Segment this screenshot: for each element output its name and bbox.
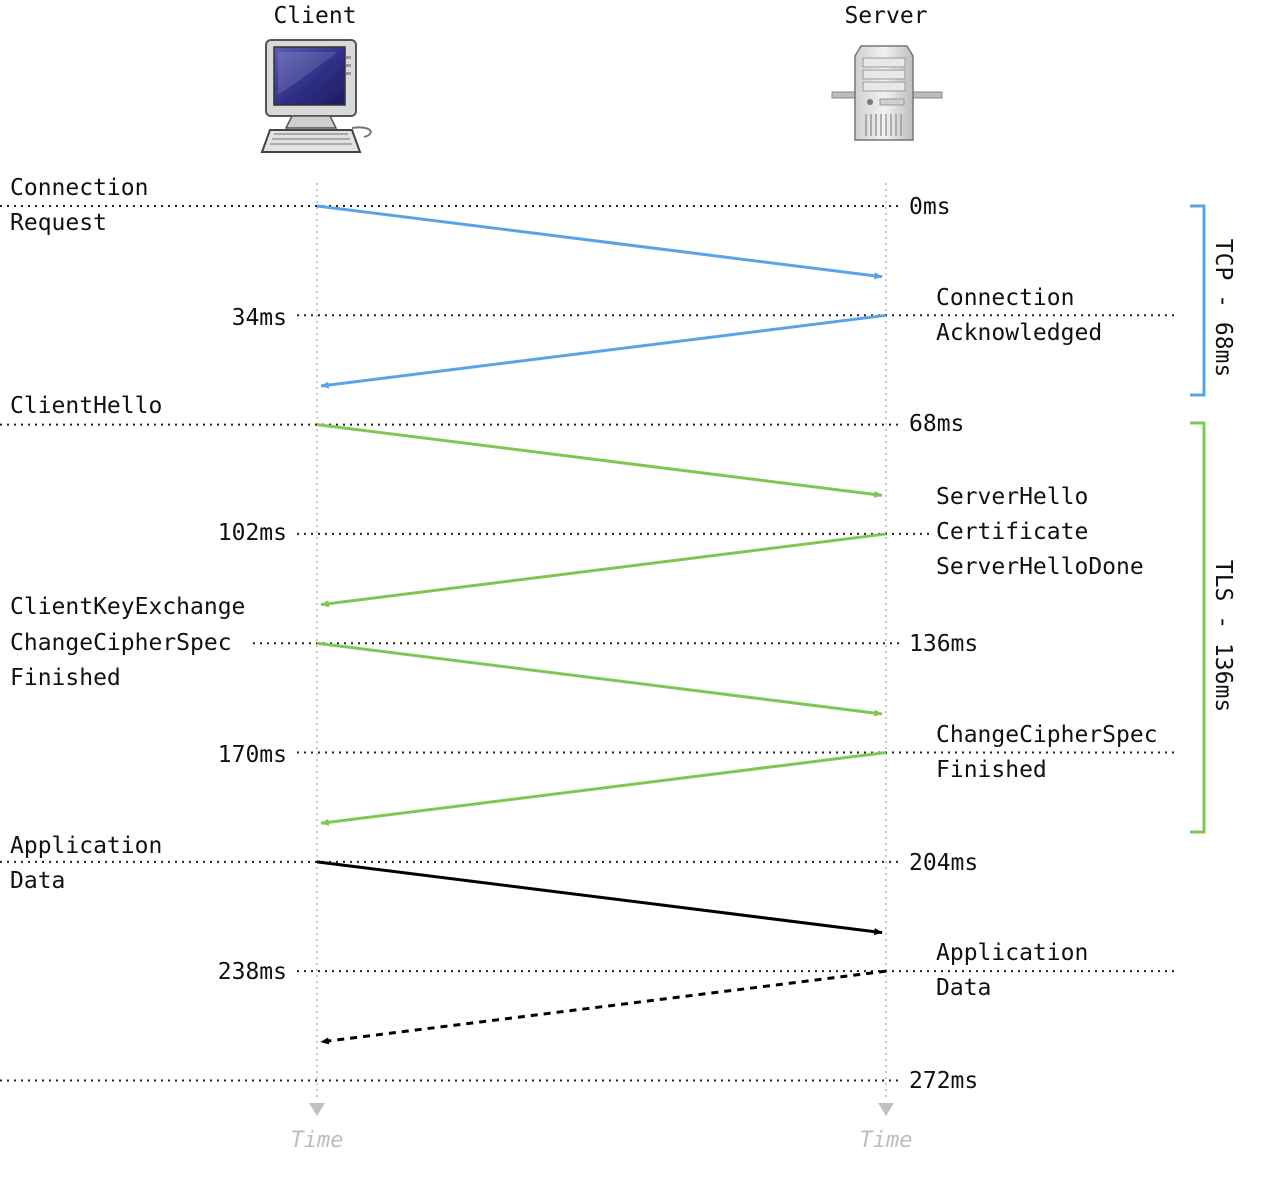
server-time-label: Time	[860, 1128, 913, 1153]
arrow-client-to-server-4	[316, 641, 883, 717]
tls-bracket: TLS - 136ms	[1190, 421, 1236, 834]
down-triangle-icon	[309, 1103, 325, 1116]
timestamp-204ms: 204ms	[909, 850, 978, 876]
message-line: ClientHello	[10, 393, 162, 419]
message-line: Data	[10, 868, 65, 894]
client-application-data-label: Application Data	[10, 833, 162, 894]
computer-icon	[260, 39, 372, 153]
server-icon	[831, 45, 943, 141]
message-arrows	[316, 204, 887, 1045]
server-time-axis: Time	[860, 1103, 913, 1153]
message-line: Application	[936, 940, 1088, 966]
client-hello-label: ClientHello	[10, 393, 162, 419]
timestamp-102ms: 102ms	[218, 520, 287, 546]
message-line: Acknowledged	[936, 320, 1102, 346]
message-line: Request	[10, 210, 107, 236]
message-line: ChangeCipherSpec	[936, 722, 1158, 748]
timestamp-238ms: 238ms	[218, 959, 287, 985]
tcp-duration-label: TCP - 68ms	[1210, 239, 1236, 377]
down-triangle-icon	[878, 1103, 894, 1116]
message-line: Finished	[936, 757, 1047, 783]
message-line: ServerHello	[936, 484, 1088, 510]
tls-duration-label: TLS - 136ms	[1210, 560, 1236, 712]
arrow-client-to-server-2	[316, 423, 883, 498]
message-line: Finished	[10, 665, 121, 691]
message-line: ClientKeyExchange	[10, 594, 245, 620]
tcp-bracket: TCP - 68ms	[1190, 204, 1236, 397]
message-line: Application	[10, 833, 162, 859]
arrow-server-to-client-7	[320, 969, 887, 1045]
time-gridlines	[0, 205, 1178, 1082]
server-hello-label: ServerHello Certificate ServerHelloDone	[936, 484, 1144, 580]
server-application-data-label: Application Data	[936, 940, 1088, 1001]
arrow-client-to-server-0	[316, 204, 883, 280]
client-time-axis: Time	[291, 1103, 344, 1153]
timestamp-34ms: 34ms	[232, 305, 287, 331]
lifelines	[316, 183, 887, 1100]
message-line: Certificate	[936, 519, 1088, 545]
client-label: Client	[273, 3, 356, 29]
timestamp-0ms: 0ms	[909, 194, 951, 220]
timestamp-68ms: 68ms	[909, 411, 964, 437]
message-line: Connection	[10, 175, 148, 201]
message-line: Data	[936, 975, 991, 1001]
arrow-server-to-client-5	[320, 751, 887, 826]
connection-ack-label: Connection Acknowledged	[936, 285, 1102, 346]
arrow-client-to-server-6	[316, 860, 883, 936]
arrow-server-to-client-3	[320, 532, 887, 608]
connection-request-label: Connection Request	[10, 175, 148, 236]
client-key-exchange-label: ClientKeyExchange ChangeCipherSpec Finis…	[10, 594, 245, 691]
client-time-label: Time	[291, 1128, 344, 1153]
server-change-cipher-label: ChangeCipherSpec Finished	[936, 722, 1158, 783]
server-label: Server	[844, 3, 927, 29]
arrow-server-to-client-1	[320, 313, 887, 389]
timestamp-272ms: 272ms	[909, 1068, 978, 1094]
timestamp-170ms: 170ms	[218, 742, 287, 768]
message-line: ServerHelloDone	[936, 554, 1144, 580]
message-line: ChangeCipherSpec	[10, 630, 232, 656]
message-line: Connection	[936, 285, 1074, 311]
timestamp-136ms: 136ms	[909, 631, 978, 657]
